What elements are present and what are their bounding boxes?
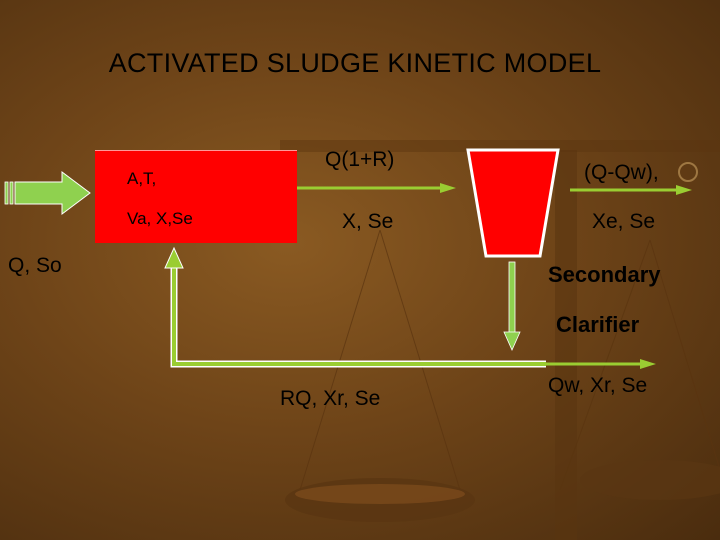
secondary-clarifier [466,148,560,258]
influent-label: Q, So [8,254,62,277]
slide-title: ACTIVATED SLUDGE KINETIC MODEL [108,48,602,78]
reactor-outflow-label: X, Se [342,210,394,233]
waste-sludge-arrow [520,359,656,369]
reactor-label-line1: A,T, [127,169,157,188]
waste-sludge-label: Qw, Xr, Se [548,374,648,397]
clarifier-label-line1: Secondary [548,262,661,287]
return-sludge-label: RQ, Xr, Se [280,387,381,410]
recycle-flow-label: Q(1+R) [325,148,395,171]
reactor-to-clarifier-arrow [297,183,456,193]
effluent-arrow [570,185,692,195]
reactor-label-line2: Va, X,Se [127,209,193,228]
influent-arrow [4,171,91,215]
clarifier-label-line2: Clarifier [556,312,640,337]
effluent-conc-label: Xe, Se [592,210,656,233]
aeration-basin: A,T, Va, X,Se [95,150,297,243]
effluent-flow-label: (Q-Qw), [584,161,659,184]
underflow-arrow [503,261,521,351]
return-sludge-line [164,246,546,368]
